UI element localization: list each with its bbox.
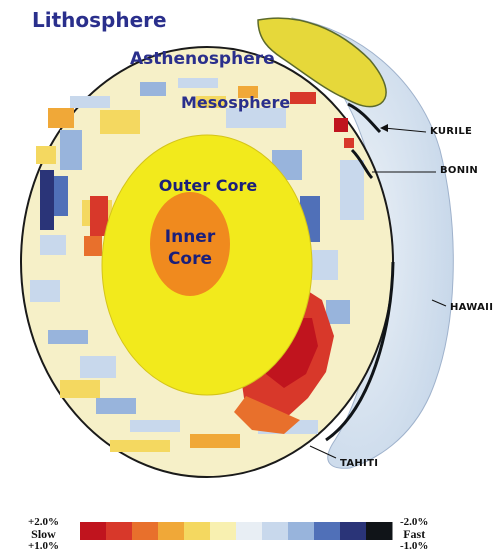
- scale-left-legend: +2.0% Slow +1.0%: [28, 516, 59, 552]
- scale-slow-max: +2.0%: [28, 516, 60, 528]
- scale-swatch: [80, 522, 107, 540]
- hawaii-label: HAWAII: [450, 302, 494, 313]
- scale-slow-min: +1.0%: [28, 540, 60, 552]
- scale-fast-max: -2.0%: [400, 516, 429, 528]
- scale-swatch: [106, 522, 133, 540]
- mantle-velocity-patches: [30, 78, 364, 452]
- hawaii-pointer: [431, 299, 447, 307]
- inner-core-label-line2: Core: [167, 249, 213, 269]
- mesosphere-label: Mesosphere: [181, 93, 291, 112]
- tahiti-label: TAHITI: [340, 458, 379, 469]
- scale-swatch: [366, 522, 393, 540]
- continental-crust: [257, 17, 387, 108]
- lithosphere-label: Lithosphere: [32, 8, 167, 32]
- bonin-slab: [350, 148, 374, 180]
- scale-swatch: [262, 522, 289, 540]
- kurile-label: KURILE: [430, 126, 473, 137]
- outer-core-label: Outer Core: [158, 176, 258, 195]
- scale-swatch: [132, 522, 159, 540]
- scale-fast-min: -1.0%: [400, 540, 429, 552]
- inner-core-label: Inner Core: [150, 226, 230, 270]
- scale-fast-label: Fast: [403, 527, 426, 541]
- inner-core: [150, 192, 230, 296]
- kurile-pointer: [383, 127, 427, 133]
- velocity-color-scale: [80, 522, 393, 540]
- scale-swatch: [184, 522, 211, 540]
- scale-swatch: [340, 522, 367, 540]
- scale-swatch: [158, 522, 185, 540]
- scale-swatch: [288, 522, 315, 540]
- scale-swatch: [236, 522, 263, 540]
- kurile-slab: [347, 102, 382, 134]
- tahiti-pointer: [309, 445, 337, 459]
- mantle-outer-rim: [325, 261, 395, 442]
- inner-core-label-line1: Inner: [164, 227, 216, 247]
- scale-right-legend: -2.0% Fast -1.0%: [400, 516, 428, 552]
- asthenosphere-label: Asthenosphere: [130, 49, 275, 69]
- scale-swatch: [210, 522, 237, 540]
- bonin-label: BONIN: [440, 165, 479, 176]
- scale-slow-label: Slow: [31, 527, 56, 541]
- kurile-pointer-head: [380, 124, 388, 132]
- scale-swatch: [314, 522, 341, 540]
